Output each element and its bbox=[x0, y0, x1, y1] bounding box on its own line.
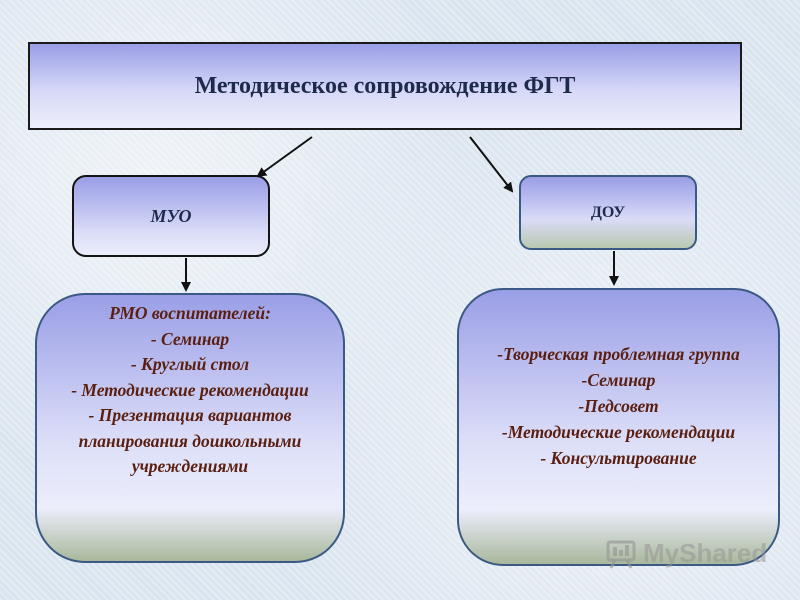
list-item: - Консультирование bbox=[540, 448, 697, 468]
muo-label: МУО bbox=[150, 205, 192, 226]
list-item: -Методические рекомендации bbox=[501, 422, 736, 442]
muo-node: МУО bbox=[72, 175, 270, 257]
list-item: -Педсовет bbox=[578, 396, 659, 416]
list-item: -Творческая проблемная группа bbox=[497, 344, 740, 364]
title-box: Методическое сопровождение ФГТ bbox=[28, 42, 742, 130]
title-text: Методическое сопровождение ФГТ bbox=[194, 72, 576, 99]
list-item: -Семинар bbox=[581, 370, 656, 390]
list-item: - Семинар bbox=[150, 328, 230, 349]
muo-activities-list: РМО воспитателей: - Семинар - Круглый ст… bbox=[37, 301, 343, 480]
list-item: - Методические рекомендации bbox=[71, 379, 309, 400]
list-item: РМО воспитателей: bbox=[109, 303, 271, 323]
dou-activities-box: -Творческая проблемная группа -Семинар -… bbox=[457, 288, 780, 566]
watermark-text: MyShared bbox=[643, 537, 768, 568]
watermark-logo: MyShared bbox=[605, 535, 767, 571]
arrow-title-to-muo bbox=[256, 136, 313, 178]
list-item: - Круглый стол bbox=[130, 354, 250, 374]
dou-activities-list: -Творческая проблемная группа -Семинар -… bbox=[497, 341, 739, 471]
presentation-board-icon bbox=[606, 540, 636, 569]
dou-label: ДОУ bbox=[590, 203, 626, 221]
dou-node: ДОУ bbox=[519, 175, 697, 250]
list-item: - Презентация вариантов планирования дош… bbox=[78, 405, 302, 476]
arrow-title-to-dou bbox=[469, 136, 514, 193]
muo-activities-box: РМО воспитателей: - Семинар - Круглый ст… bbox=[35, 293, 345, 563]
